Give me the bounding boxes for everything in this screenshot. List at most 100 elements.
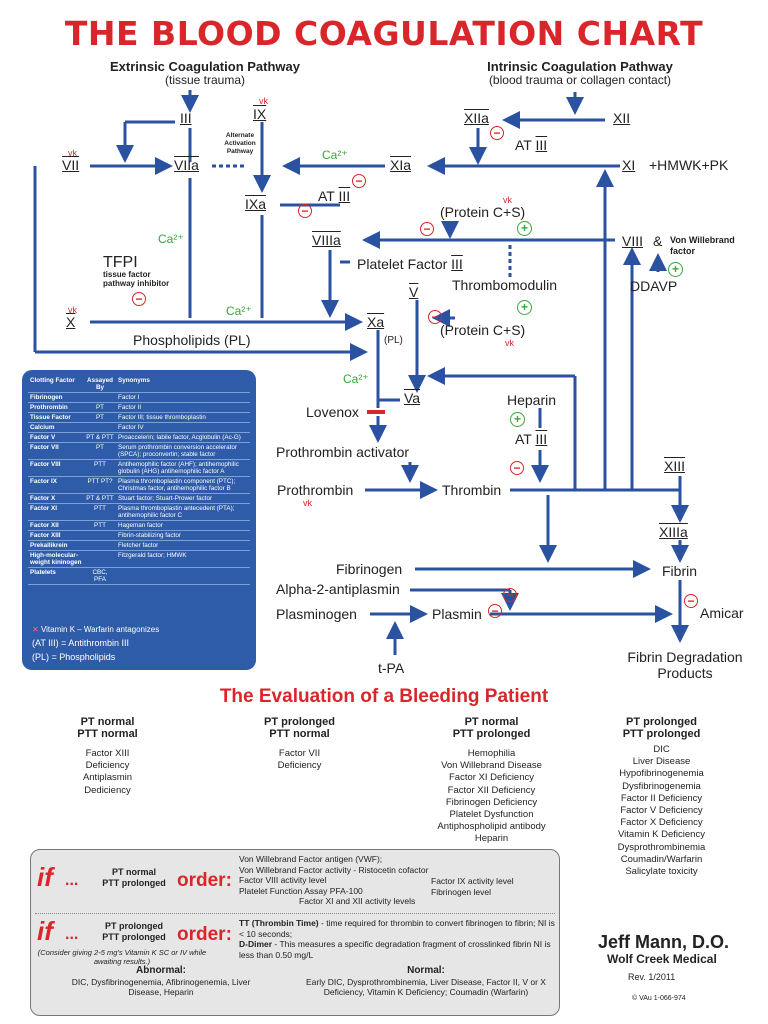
vk-mark-pt: vk	[303, 498, 312, 508]
ca-label-2: Ca²⁺	[158, 232, 184, 246]
factor-v: V	[409, 284, 419, 300]
protein-cs-1: (Protein C+S)	[440, 204, 526, 220]
pl-label: (PL)	[384, 335, 403, 346]
factor-xia: XIa	[390, 157, 412, 173]
inhibit-6: −	[428, 310, 442, 324]
lovenox: Lovenox	[306, 404, 359, 420]
intrinsic-sub: (blood trauma or collagen contact)	[488, 73, 672, 87]
coagulation-arrows	[33, 90, 689, 655]
platelet-factor: Platelet Factor III	[357, 256, 463, 272]
evaluation-item: Fibrinogen Deficiency	[445, 796, 538, 808]
legend-cell	[84, 540, 116, 551]
abnormal-results: Abnormal: DIC, Dysfibrinogenemia, Afibri…	[71, 965, 251, 997]
page-title: THE BLOOD COAGULATION CHART	[64, 14, 704, 53]
factor-xi: XI	[622, 157, 636, 173]
copyright: © VAu 1-066-974	[632, 995, 686, 1002]
promote-2: +	[668, 262, 683, 277]
factor-ix: IX	[253, 106, 267, 122]
ca-label-1: Ca²⁺	[322, 148, 348, 162]
legend-note-pl: (PL) = Phospholipids	[32, 652, 116, 662]
vk-mark-pc: vk	[503, 195, 512, 205]
thrombomodulin: Thrombomodulin	[452, 277, 558, 293]
legend-cell	[84, 392, 116, 403]
legend-cell: PTT	[84, 459, 116, 477]
evaluation-item: Deficiency	[85, 760, 130, 772]
column-heading-line: PT normal	[464, 716, 519, 728]
legend-cell: Hageman factor	[116, 520, 250, 531]
evaluation-item: Factor VII	[278, 748, 321, 759]
ca-label-3: Ca²⁺	[226, 304, 252, 318]
legend-note-at: (AT III) = Antithrombin III	[32, 638, 129, 648]
legend-cell: Antihemophilic factor (AHF); antihemophi…	[116, 459, 250, 477]
at3-2: AT III	[318, 188, 351, 204]
plasmin: Plasmin	[432, 606, 482, 622]
legend-cell: Tissue Factor	[28, 412, 84, 423]
at3-3: AT III	[515, 431, 548, 447]
vitamin-k-note: (Consider giving 2-5 mg's Vitamin K SC o…	[37, 948, 207, 966]
factor-iii: III	[180, 110, 192, 126]
author-org: Wolf Creek Medical	[607, 952, 717, 966]
legend-cell: Factor V	[28, 432, 84, 443]
evaluation-item: Dysfibrinogenemia	[622, 780, 701, 792]
factor-xa: Xa	[367, 314, 385, 330]
promote-4: +	[510, 412, 525, 427]
thrombin: Thrombin	[442, 482, 502, 498]
vk-mark-pc2: vk	[505, 338, 514, 348]
legend-cell: PT & PTT	[84, 432, 116, 443]
legend-header: Clotting Factor	[28, 376, 84, 393]
evaluation-item: Dediciency	[84, 784, 131, 796]
inhibit-9: −	[684, 594, 698, 608]
factor-xiia: XIIa	[464, 110, 489, 126]
order-label-1: order:	[177, 870, 232, 891]
inhibit-5: −	[132, 292, 146, 306]
evaluation-item: Antiphospholipid antibody	[437, 821, 546, 833]
fdp: Fibrin Degradation Products	[627, 649, 743, 681]
evaluation-item: Factor XIII	[85, 748, 130, 759]
vwf-label: Von Willebrand factor	[670, 235, 735, 256]
evaluation-item: Deficiency	[277, 760, 322, 772]
evaluation-item: Factor II Deficiency	[620, 792, 703, 804]
fibrin: Fibrin	[662, 563, 698, 579]
evaluation-item: Factor X Deficiency	[620, 817, 703, 829]
evaluation-item: Hypofibrinogenemia	[619, 768, 704, 780]
factor-viia: VIIa	[174, 157, 199, 173]
row2-tests: TT (Thrombin Time) - time required for t…	[239, 918, 555, 960]
evaluation-item: Liver Disease	[632, 756, 691, 768]
legend-cell: Factor IX	[28, 476, 84, 494]
inhibit-7: −	[510, 461, 524, 475]
row1-right: Factor IX activity level Fibrinogen leve…	[431, 876, 514, 897]
heparin: Heparin	[507, 392, 557, 408]
legend-cell: Factor X	[28, 493, 84, 504]
extrinsic-title: Extrinsic Coagulation Pathway	[110, 59, 300, 74]
legend-cell: Fitzgerald factor; HMWK	[116, 550, 250, 568]
evaluation-item: DIC	[653, 744, 670, 755]
author-name: Jeff Mann, D.O.	[598, 932, 730, 952]
legend-cell: Factor XI	[28, 503, 84, 521]
legend-cell: Factor II	[116, 402, 250, 413]
factor-xii: XII	[613, 110, 631, 126]
if-label-2: if	[37, 916, 53, 946]
inhibit-2: −	[352, 174, 366, 188]
evaluation-title: The Evaluation of a Bleeding Patient	[219, 686, 549, 707]
evaluation-item: Antiplasmin	[82, 772, 133, 784]
prothrombin: Prothrombin	[277, 482, 354, 498]
alt-activation: Alternate Activation Pathway	[224, 132, 256, 155]
alpha2-antiplasmin: Alpha-2-antiplasmin	[276, 581, 400, 597]
divider	[35, 913, 555, 914]
inhibit-10: −	[488, 604, 502, 618]
dots-2: ...	[65, 926, 79, 943]
inhibit-1: −	[490, 126, 504, 140]
prothrombin-activator: Prothrombin activator	[276, 444, 410, 460]
column-heading-line: PTT prolonged	[452, 728, 531, 740]
legend-cell: Factor XIII	[28, 530, 84, 541]
evaluation-item: Vitamin K Deficiency	[618, 829, 705, 841]
vk-mark-x: vk	[68, 305, 77, 315]
